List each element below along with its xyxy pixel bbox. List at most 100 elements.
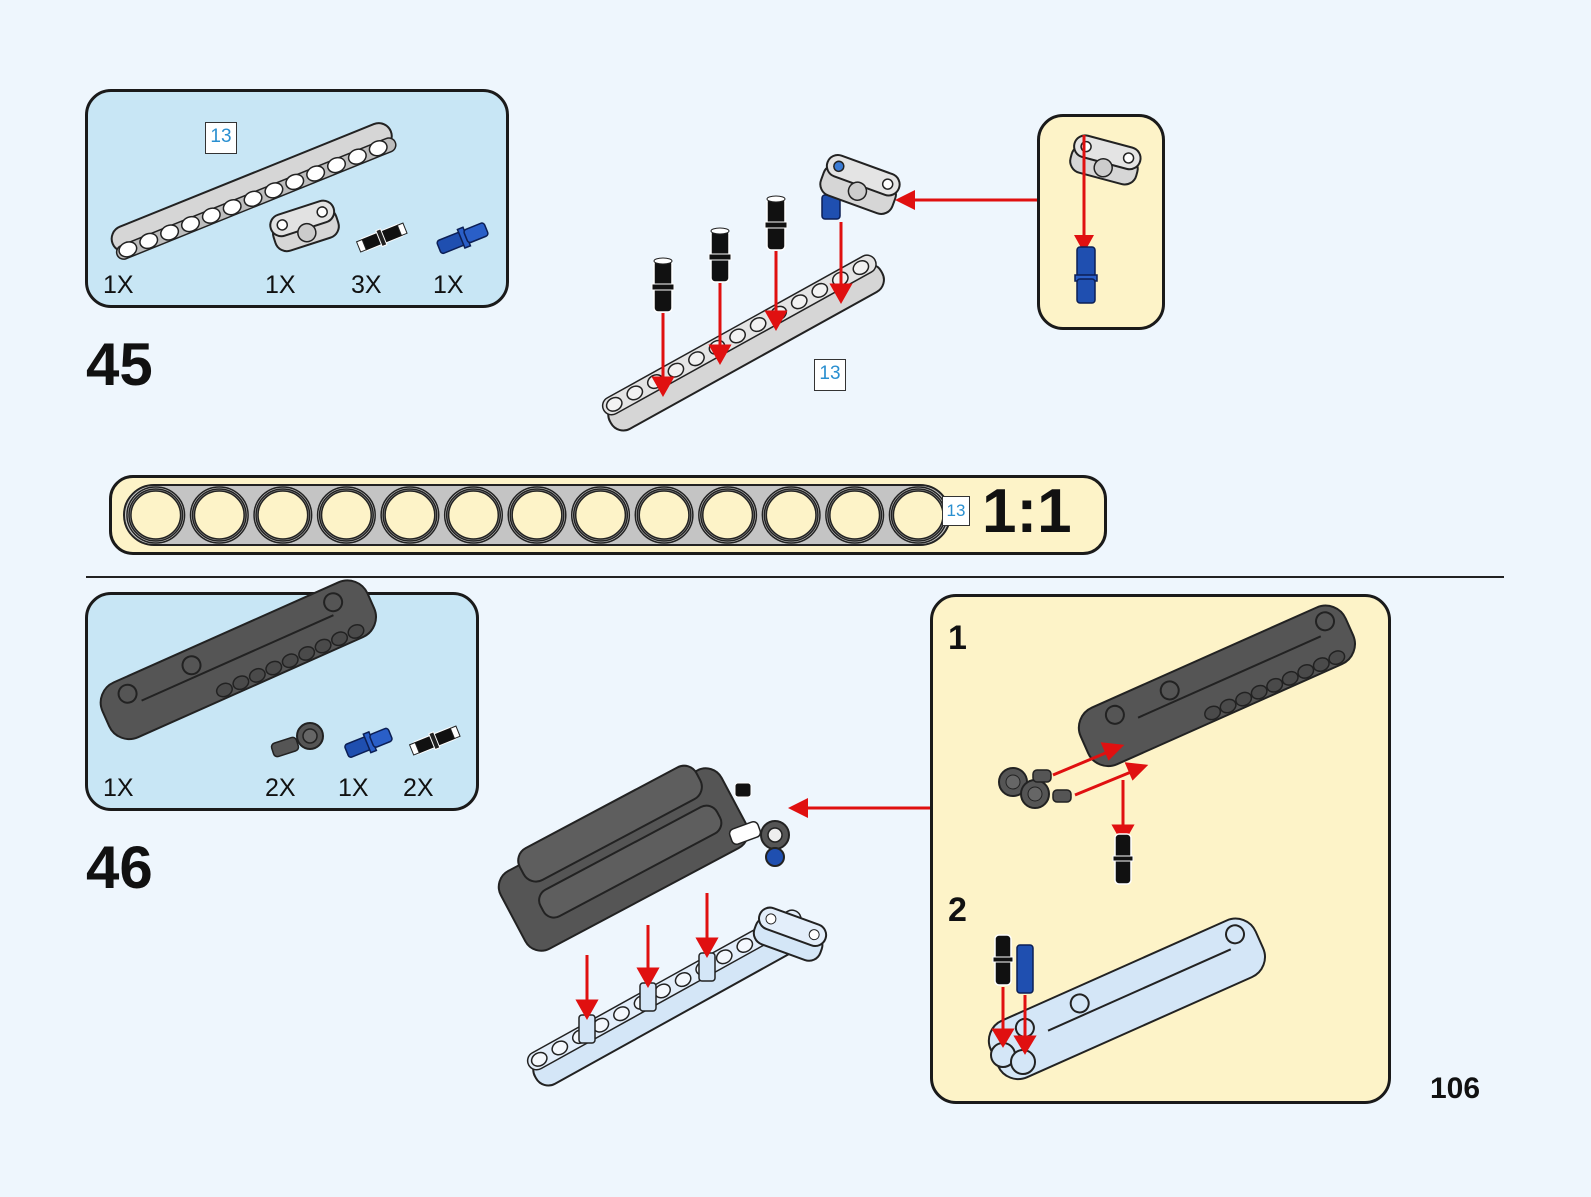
beam-hole (626, 385, 644, 401)
axle-connectors (998, 767, 1072, 809)
step45-number: 45 (86, 331, 153, 398)
friction-pin-1 (651, 257, 675, 313)
beam-hole (285, 173, 305, 191)
panel-hole (347, 624, 365, 639)
beam-hole (201, 207, 221, 224)
page-number: 106 (1430, 1072, 1481, 1105)
callout-arrow (788, 798, 933, 818)
axle-pin-blue-part-image (1074, 246, 1098, 304)
beam-hole (347, 148, 367, 165)
panel-hole (314, 638, 332, 654)
axle-connector-part-image (270, 722, 324, 758)
insert-arrows (651, 222, 853, 398)
substep-1-illustration (998, 604, 1356, 885)
ruler-hole (829, 490, 881, 540)
beam-hole (551, 1040, 569, 1056)
beam-hole (139, 232, 159, 250)
step46-number: 46 (86, 834, 153, 901)
ruler-hole (892, 490, 944, 540)
ruler-hole (574, 490, 627, 540)
beam-hole (736, 937, 754, 953)
panel-hole (1281, 670, 1299, 686)
insert-arrows (575, 893, 719, 1021)
panel-hole (331, 631, 349, 647)
beam-hole (368, 139, 388, 157)
ruler-hole (193, 490, 245, 540)
step45-parts-list: 13 1X 1X 3X 1X (85, 89, 509, 308)
qty-axle-pin: 1X (338, 774, 369, 802)
ruler-beam (123, 484, 951, 546)
beam-hole (222, 198, 242, 216)
qty-axle-connector: 2X (265, 774, 296, 802)
beam-hole (118, 241, 138, 258)
dark-panel-module (497, 764, 790, 952)
beam-hole (729, 328, 746, 344)
ruler-hole (638, 490, 690, 540)
qty-cross-block: 1X (265, 271, 296, 299)
step45-assembly (601, 153, 901, 432)
step-divider (86, 576, 1504, 578)
panel-dark-gray-part-image (99, 579, 377, 741)
panel-hole (1297, 664, 1315, 679)
beam-hole (264, 182, 284, 199)
panel-hole (1312, 657, 1330, 672)
axle-pin-blue-part-image (344, 727, 393, 758)
friction-pin-part-image (408, 725, 461, 756)
ruler-hole (320, 490, 372, 540)
ruler-hole (257, 490, 309, 540)
beam-hole (243, 190, 263, 208)
beam-hole (811, 282, 829, 298)
qty-beam: 1X (103, 271, 134, 299)
beam-length-tag: 13 (205, 122, 237, 154)
friction-pin-2 (708, 227, 732, 283)
qty-axle-pin: 1X (433, 271, 464, 299)
panel-hole (248, 667, 266, 683)
panel-hole (1266, 677, 1284, 693)
panel-hole (1328, 650, 1346, 666)
beam-hole (160, 224, 180, 241)
cross-block-light (752, 906, 828, 962)
panel-hole (265, 660, 283, 676)
panel-hole (298, 645, 316, 661)
cross-block-part-image (1069, 134, 1142, 186)
beam-hole (790, 294, 808, 310)
beam-hole (749, 317, 767, 333)
beam-hole (674, 972, 692, 988)
ruler-hole (447, 490, 500, 540)
scale-ruler: 13 1:1 (109, 475, 1107, 555)
panel-hole (1250, 684, 1268, 700)
qty-panel: 1X (103, 774, 134, 802)
ruler-hole (511, 490, 563, 540)
step46-subassembly-callout: 1 2 (930, 594, 1391, 1104)
step46-assembly (497, 764, 828, 1087)
panel-hole (1204, 705, 1222, 721)
qty-friction-pin: 2X (403, 774, 434, 802)
beam-hole (180, 215, 200, 233)
panel-hole (232, 675, 250, 691)
ruler-length-tag: 13 (942, 496, 970, 526)
substep-2-illustration (987, 917, 1266, 1081)
substep-2-label: 2 (948, 891, 967, 929)
beam-hole (613, 1006, 630, 1022)
ruler-hole (384, 490, 436, 540)
beam-hole (605, 396, 623, 412)
beam-hole (306, 165, 326, 182)
ruler-hole (130, 490, 182, 540)
callout-arrow (895, 190, 1040, 210)
panel-hole (1235, 691, 1253, 707)
panel-hole (215, 682, 233, 698)
assembly-beam-length-tag: 13 (814, 359, 846, 391)
beam-hole (852, 260, 870, 276)
beam-hole (530, 1051, 548, 1067)
axle-pin-blue-part-image (436, 222, 489, 255)
step46-parts-list: 1X 2X 1X 2X (85, 579, 479, 811)
ruler-hole (702, 490, 754, 540)
cross-block-part-image (269, 199, 340, 253)
beam-hole (688, 351, 705, 367)
panel-hole (281, 653, 299, 669)
beam-13-part-image (110, 122, 397, 260)
cross-block-with-axle-pin (819, 153, 901, 220)
beam-hole (667, 362, 685, 378)
beam-hole (715, 949, 733, 965)
step45-subassembly-callout (1037, 114, 1165, 330)
